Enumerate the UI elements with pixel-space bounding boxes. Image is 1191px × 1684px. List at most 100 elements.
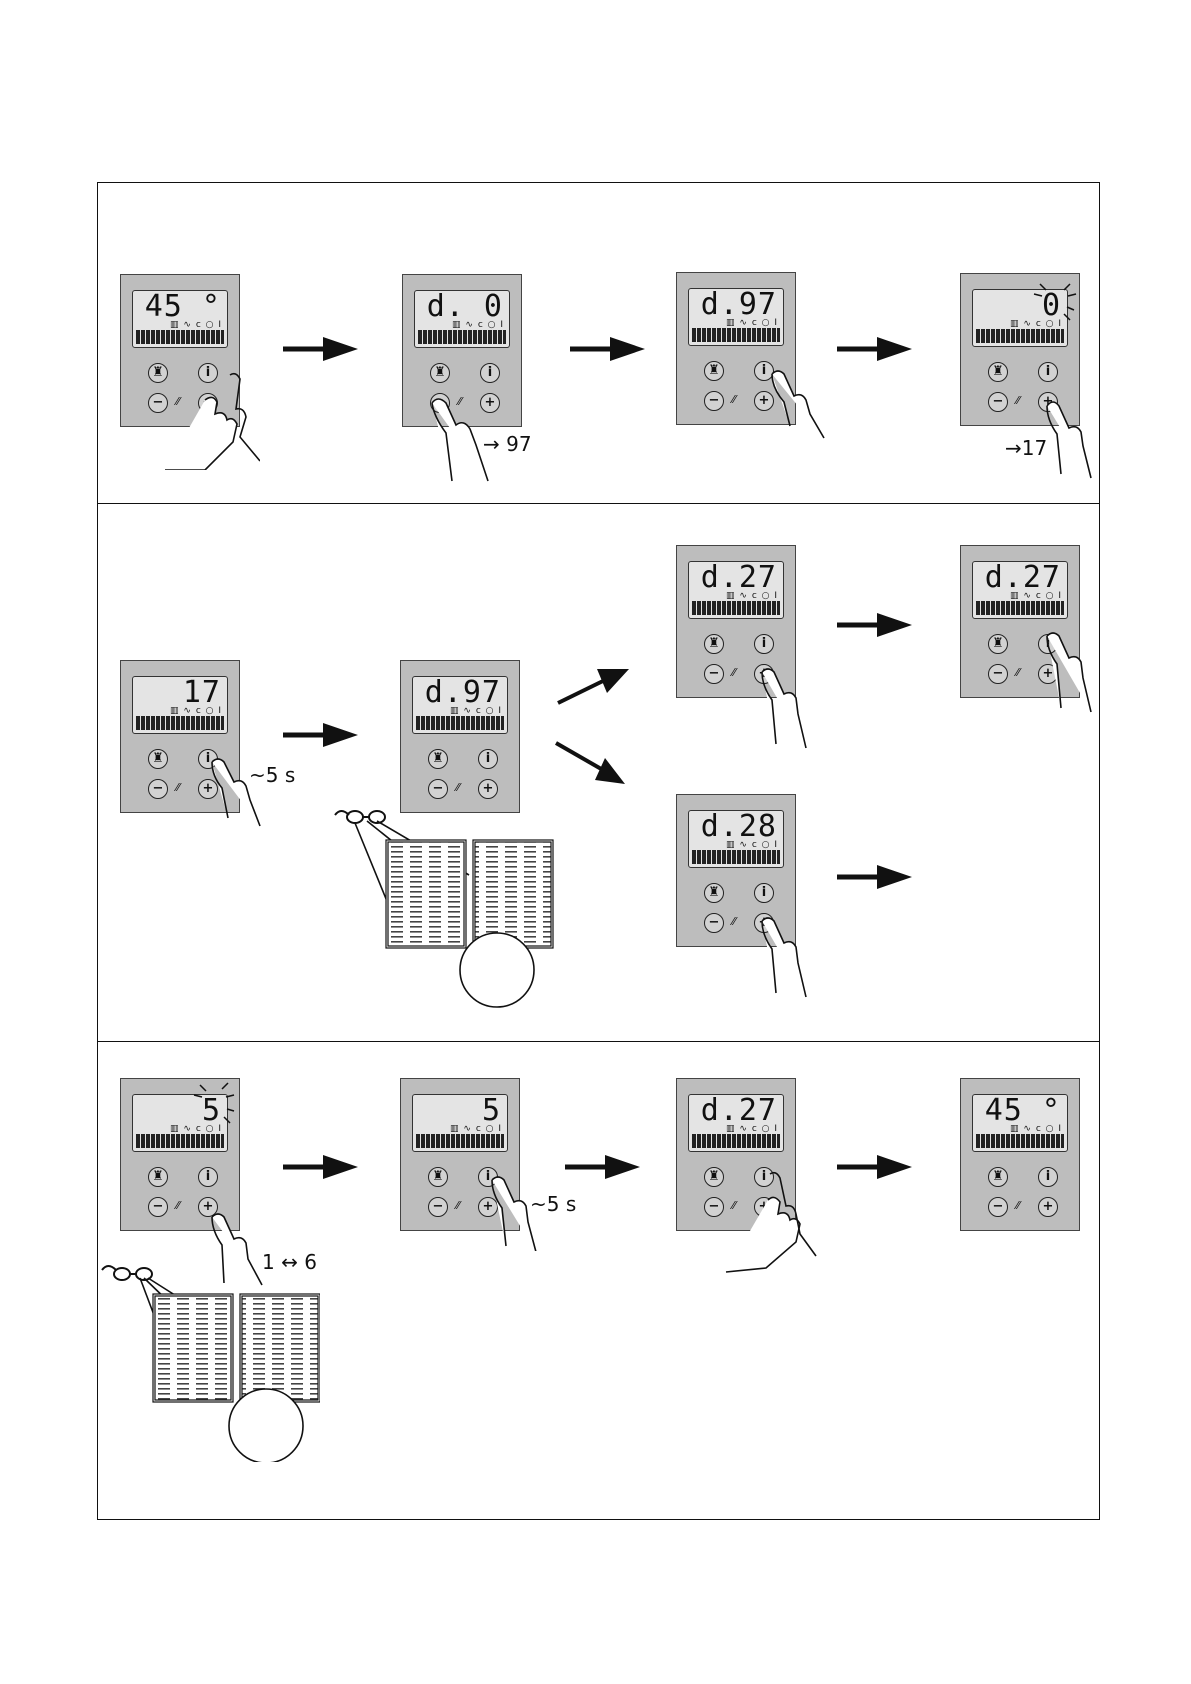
status-icons: ▥ ∿ c ○ I [170,320,222,330]
row-divider [97,503,1100,504]
wrench-icon: ⁄⁄ [456,1199,460,1212]
info-icon: i [205,1169,211,1184]
right-arrow-icon [283,723,358,747]
info-button[interactable]: i [754,883,774,903]
hand-icon [165,372,260,470]
hand-icon [725,1171,817,1273]
flame-button[interactable]: ♜ [988,362,1008,382]
plus-button[interactable]: + [478,1197,498,1217]
flame-button[interactable]: ♜ [428,749,448,769]
flame-button[interactable]: ♜ [704,634,724,654]
info-button[interactable]: i [1038,1167,1058,1187]
control-panel: 5 ▥ ∿ c ○ I ♜ i − ⁄⁄ + [120,1078,240,1231]
minus-button[interactable]: − [148,779,168,799]
wrench-icon: ⁄⁄ [1016,1199,1020,1212]
lcd-value: 45 ° [984,1093,1061,1128]
manual-reference-illustration [101,1265,320,1462]
magnify-circle-icon [228,1388,304,1462]
lcd-value: 17 [182,675,221,710]
plus-icon: + [1042,666,1054,681]
info-button[interactable]: i [754,1167,774,1187]
minus-button[interactable]: − [148,1197,168,1217]
minus-icon: − [708,1199,720,1214]
minus-icon: − [708,666,720,681]
wrench-icon: ⁄⁄ [732,915,736,928]
info-button[interactable]: i [198,1167,218,1187]
row-divider [97,1041,1100,1042]
flame-button[interactable]: ♜ [704,1167,724,1187]
status-icons: ▥ ∿ c ○ I [170,1124,222,1134]
right-arrow-icon [283,1155,358,1179]
wrench-icon: ⁄⁄ [458,395,462,408]
down-right-arrow-icon [555,741,625,784]
info-button[interactable]: i [754,361,774,381]
status-icons: ▥ ∿ c ○ I [452,320,504,330]
info-button[interactable]: i [1038,362,1058,382]
lcd-bargraph [976,601,1064,615]
plus-button[interactable]: + [198,779,218,799]
info-icon: i [205,365,211,380]
plus-icon: + [482,781,494,796]
lcd-display: 5 ▥ ∿ c ○ I [412,1094,508,1152]
wrench-icon: ⁄⁄ [176,1199,180,1212]
flame-button[interactable]: ♜ [988,1167,1008,1187]
minus-button[interactable]: − [428,779,448,799]
info-icon: i [1045,364,1051,379]
minus-button[interactable]: − [428,1197,448,1217]
minus-button[interactable]: − [704,391,724,411]
control-panel: 45 ° ▥ ∿ c ○ I ♜ i − ⁄⁄ + [960,1078,1080,1231]
flame-button[interactable]: ♜ [704,361,724,381]
minus-button[interactable]: − [988,664,1008,684]
plus-icon: + [202,1199,214,1214]
info-button[interactable]: i [198,363,218,383]
wrench-icon: ⁄⁄ [732,393,736,406]
minus-icon: − [992,1199,1004,1214]
right-arrow-icon [837,865,912,889]
flame-button[interactable]: ♜ [704,883,724,903]
info-icon: i [485,1169,491,1184]
status-icons: ▥ ∿ c ○ I [1010,1124,1062,1134]
lcd-bargraph [416,1134,504,1148]
minus-button[interactable]: − [988,1197,1008,1217]
plus-button[interactable]: + [754,391,774,411]
flame-icon: ♜ [434,365,446,380]
status-icons: ▥ ∿ c ○ I [726,840,778,850]
status-icons: ▥ ∿ c ○ I [170,706,222,716]
control-panel: d.97 ▥ ∿ c ○ I ♜ i − ⁄⁄ + [400,660,520,813]
flame-icon: ♜ [708,363,720,378]
wrench-icon: ⁄⁄ [456,781,460,794]
flame-button[interactable]: ♜ [988,634,1008,654]
info-icon: i [205,751,211,766]
flame-button[interactable]: ♜ [428,1167,448,1187]
right-arrow-icon [565,1155,640,1179]
lcd-value: 0 [1041,288,1061,323]
flame-icon: ♜ [152,1169,164,1184]
info-icon: i [487,365,493,380]
plus-icon: + [1042,1199,1054,1214]
plus-button[interactable]: + [478,779,498,799]
flame-button[interactable]: ♜ [148,1167,168,1187]
minus-icon: − [992,394,1004,409]
flame-icon: ♜ [432,751,444,766]
info-button[interactable]: i [198,749,218,769]
control-panel: d.28 ▥ ∿ c ○ I ♜ i − ⁄⁄ + [676,794,796,947]
lcd-value: d.27 [700,1093,777,1128]
minus-button[interactable]: − [704,913,724,933]
info-button[interactable]: i [754,634,774,654]
plus-icon: + [484,395,496,410]
info-button[interactable]: i [480,363,500,383]
flame-button[interactable]: ♜ [430,363,450,383]
flame-icon: ♜ [152,751,164,766]
info-button[interactable]: i [478,749,498,769]
flame-button[interactable]: ♜ [148,363,168,383]
minus-button[interactable]: − [704,664,724,684]
plus-icon: + [1042,394,1054,409]
minus-button[interactable]: − [704,1197,724,1217]
plus-button[interactable]: + [198,1197,218,1217]
plus-button[interactable]: + [1038,1197,1058,1217]
lcd-bargraph [416,716,504,730]
flame-button[interactable]: ♜ [148,749,168,769]
plus-button[interactable]: + [480,393,500,413]
minus-button[interactable]: − [148,393,168,413]
minus-button[interactable]: − [988,392,1008,412]
